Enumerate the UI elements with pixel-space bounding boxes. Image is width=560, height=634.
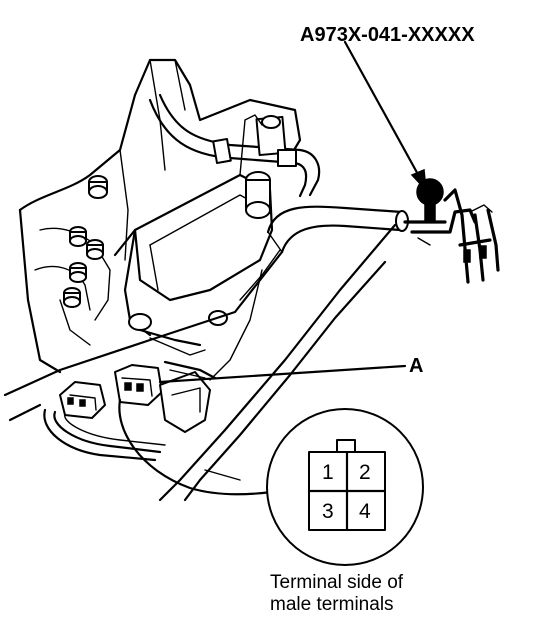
tool-part-number-label: A973X-041-XXXXX [300, 24, 475, 46]
detail-caption-line-1: Terminal side of [270, 572, 404, 593]
connector-detail-view: 1 2 3 4 [266, 408, 424, 566]
harness-connector-a [43, 360, 287, 496]
regulator-bracket [113, 114, 274, 356]
connector-leader-line [158, 364, 407, 384]
fuel-pipe [148, 93, 321, 198]
detail-caption-line-2: male terminals [270, 594, 394, 615]
connector-a-label: A [409, 355, 423, 377]
terminal-pin-1: 1 [322, 461, 334, 484]
connector-lock-tab [336, 439, 356, 453]
terminal-pin-3: 3 [322, 500, 334, 523]
engine-bolt [86, 239, 104, 260]
tool-leader-arrowhead [410, 168, 427, 193]
fuel-pressure-gauge-tool [403, 178, 500, 284]
intake-manifold [3, 223, 397, 502]
engine-bolt [88, 175, 108, 199]
terminal-pin-4: 4 [359, 500, 371, 523]
engine-block [18, 58, 302, 374]
engine-bolt [69, 262, 87, 283]
engine-bolt [69, 226, 87, 247]
tool-leader-line [343, 40, 422, 180]
terminal-pin-2: 2 [359, 461, 371, 484]
fuel-hose [266, 205, 409, 254]
engine-bolt [63, 287, 81, 308]
